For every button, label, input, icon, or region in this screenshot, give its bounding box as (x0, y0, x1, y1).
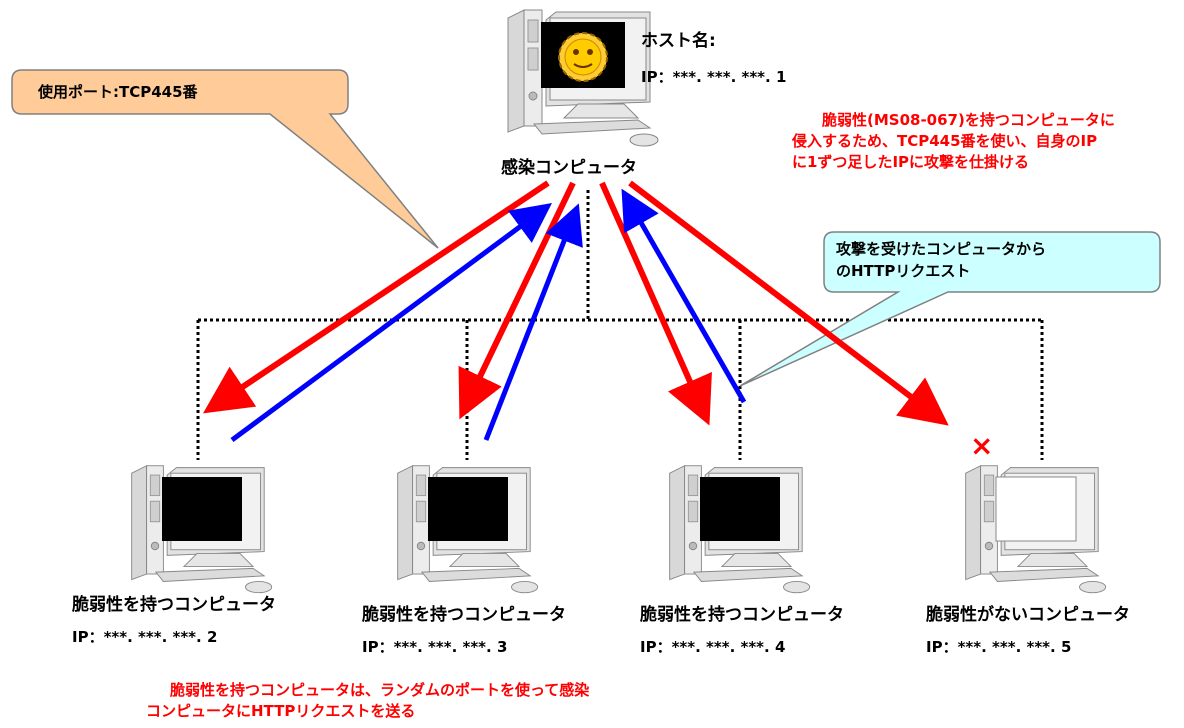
callout-port-text: 使用ポート:TCP445番 (38, 83, 198, 101)
ip-label: IP： (362, 638, 394, 656)
infected-computer-caption: 感染コンピュータ (501, 158, 637, 178)
callout-port-shape (11, 69, 439, 249)
ip-label: IP： (640, 638, 672, 656)
attack-note-line-2: 侵入するため、TCP445番を使い、自身のIP (792, 132, 1098, 150)
callout-http-line-1: 攻撃を受けたコンピュータから (836, 240, 1047, 258)
computer-5-caption: 脆弱性がないコンピュータ (926, 605, 1130, 625)
computer-2-caption: 脆弱性を持つコンピュータ (72, 595, 276, 615)
blocked-mark: × (970, 429, 994, 462)
virus-icon (558, 32, 608, 82)
bottom-note-line-1: 脆弱性を持つコンピュータは、ランダムのポートを使って感染 (170, 681, 590, 699)
top-ip: IP：***. ***. ***. 1 (641, 66, 786, 87)
computer-icon-4 (669, 465, 811, 594)
computer-4-ip: IP：***. ***. ***. 4 (640, 636, 785, 657)
bottom-note-line-2: コンピュータにHTTPリクエストを送る (146, 702, 416, 720)
computer-2-ip: IP：***. ***. ***. 2 (72, 626, 217, 647)
hostname-label: ホスト名: (641, 31, 716, 51)
ip-label: IP： (926, 638, 958, 656)
ip-value: ***. ***. ***. 3 (393, 638, 508, 656)
ip-value: ***. ***. ***. 2 (103, 628, 218, 646)
ip-label: IP： (641, 68, 673, 86)
callout-http-shape (739, 231, 1161, 387)
computer-4-caption: 脆弱性を持つコンピュータ (640, 605, 844, 625)
computer-icon-5 (965, 465, 1107, 594)
computer-3-ip: IP：***. ***. ***. 3 (362, 636, 507, 657)
ip-value: ***. ***. ***. 5 (957, 638, 1072, 656)
attack-note: 脆弱性(MS08-067)を持つコンピュータに 侵入するため、TCP445番を使… (792, 110, 1115, 173)
ip-label: IP： (72, 628, 104, 646)
callout-http-line-2: のHTTPリクエスト (836, 262, 971, 280)
computer-3-caption: 脆弱性を持つコンピュータ (362, 605, 566, 625)
computer-icon-2 (131, 465, 273, 594)
attack-note-line-1: 脆弱性(MS08-067)を持つコンピュータに (822, 111, 1115, 129)
computer-5-ip: IP：***. ***. ***. 5 (926, 636, 1071, 657)
attack-note-line-3: に1ずつ足したIPに攻撃を仕掛ける (792, 153, 1030, 171)
response-arrows (230, 188, 747, 443)
computer-icon-3 (397, 465, 539, 594)
attack-arrows (203, 180, 949, 426)
callout-http-text: 攻撃を受けたコンピュータから のHTTPリクエスト (836, 238, 1046, 282)
ip-value: ***. ***. ***. 1 (672, 68, 787, 86)
bottom-note: 脆弱性を持つコンピュータは、ランダムのポートを使って感染 コンピュータにHTTP… (146, 680, 589, 722)
ip-value: ***. ***. ***. 4 (671, 638, 786, 656)
